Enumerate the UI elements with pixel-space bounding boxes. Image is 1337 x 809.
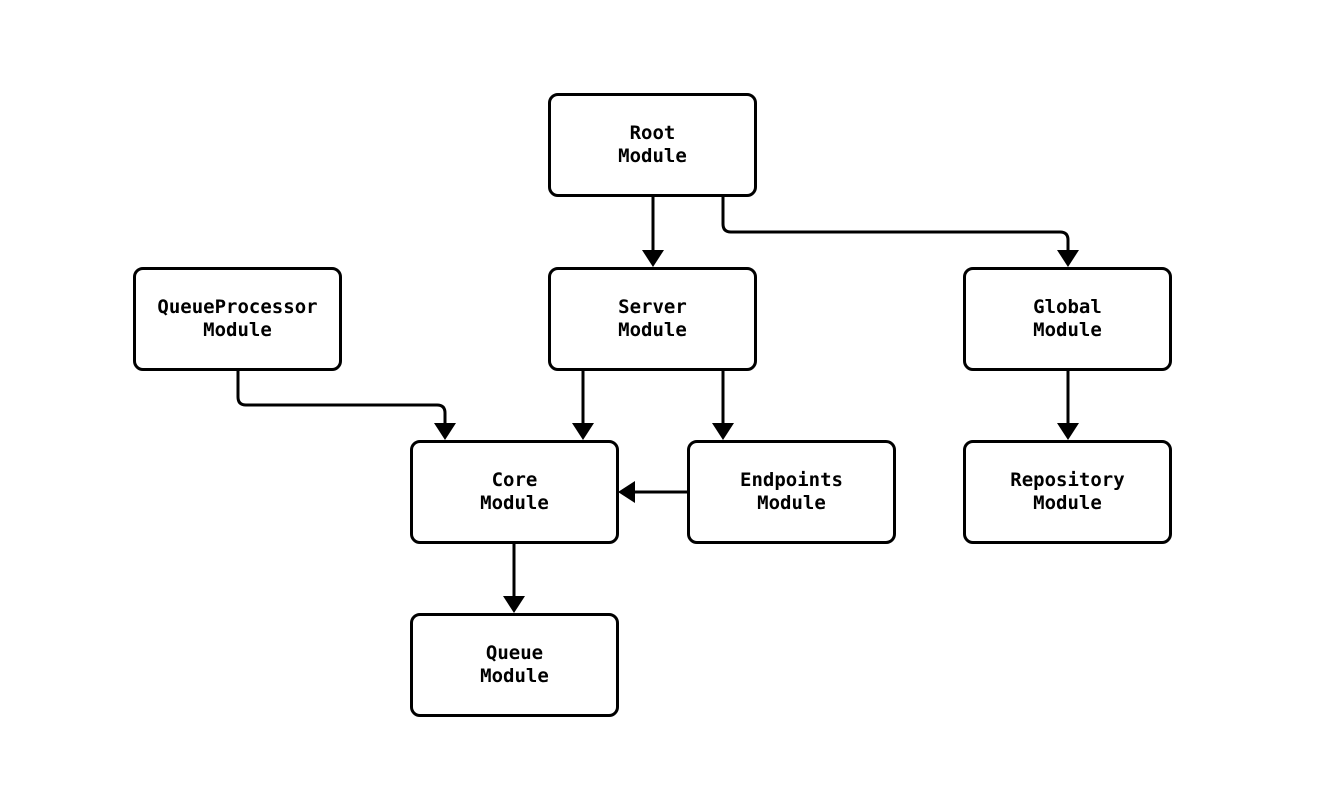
node-server-module: Server Module bbox=[548, 267, 757, 371]
node-queue-module: Queue Module bbox=[410, 613, 619, 717]
node-queue-module-label: Queue Module bbox=[480, 642, 549, 687]
edge-root-to-global bbox=[721, 197, 1079, 267]
node-global-module-label: Global Module bbox=[1033, 296, 1102, 341]
edge-queueprocessor-to-core bbox=[236, 371, 456, 440]
node-repository-module-label: Repository Module bbox=[1010, 469, 1125, 514]
node-queueprocessor-module-label: QueueProcessor Module bbox=[157, 296, 318, 341]
node-server-module-label: Server Module bbox=[618, 296, 687, 341]
node-core-module-label: Core Module bbox=[480, 469, 549, 514]
edge-server-to-endpoints bbox=[712, 371, 734, 440]
node-core-module: Core Module bbox=[410, 440, 619, 544]
edge-core-to-queue bbox=[503, 544, 525, 613]
node-endpoints-module-label: Endpoints Module bbox=[740, 469, 843, 514]
node-endpoints-module: Endpoints Module bbox=[687, 440, 896, 544]
node-root-module-label: Root Module bbox=[618, 122, 687, 167]
edge-endpoints-to-core bbox=[618, 481, 687, 503]
edge-global-to-repository bbox=[1057, 371, 1079, 440]
edge-root-to-server bbox=[642, 197, 664, 267]
node-root-module: Root Module bbox=[548, 93, 757, 197]
edge-server-to-core bbox=[572, 371, 594, 440]
node-repository-module: Repository Module bbox=[963, 440, 1172, 544]
node-queueprocessor-module: QueueProcessor Module bbox=[133, 267, 342, 371]
node-global-module: Global Module bbox=[963, 267, 1172, 371]
